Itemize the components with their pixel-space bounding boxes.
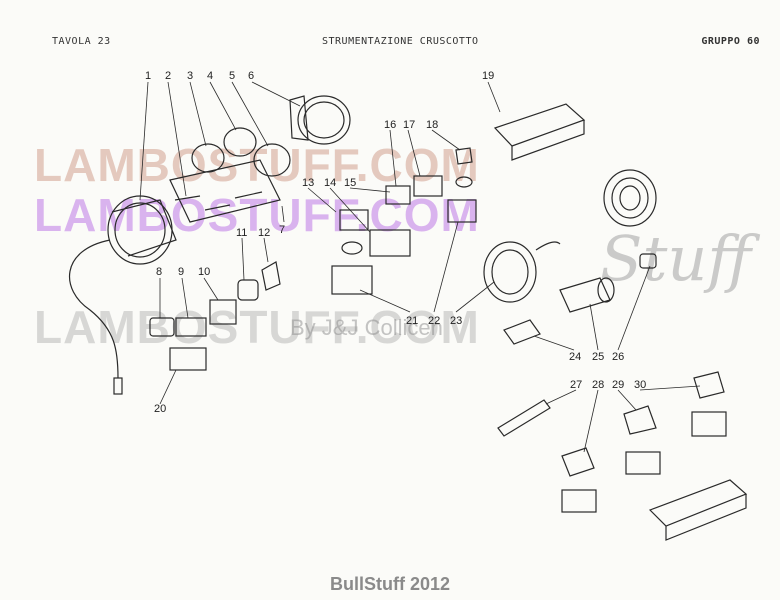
- callout-11: 11: [236, 227, 247, 239]
- callout-26: 26: [612, 351, 624, 363]
- callout-24: 24: [569, 351, 581, 363]
- callout-25: 25: [592, 351, 604, 363]
- watermark-byline: By J&J Collicen: [290, 315, 443, 340]
- watermark-stuff: Stuff: [600, 222, 752, 295]
- callout-13: 13: [302, 177, 314, 189]
- callout-30: 30: [634, 379, 646, 391]
- callout-1: 1: [145, 70, 151, 82]
- part-gauge-23: [483, 241, 561, 303]
- part-switches-middle: [331, 147, 477, 295]
- callout-15: 15: [344, 177, 356, 189]
- callout-17: 17: [403, 119, 415, 131]
- callout-leader-lines: [139, 81, 701, 453]
- callout-16: 16: [384, 119, 396, 131]
- callout-18: 18: [426, 119, 438, 131]
- footer-credit: BullStuff 2012: [329, 574, 451, 594]
- callout-28: 28: [592, 379, 604, 391]
- part-gauge-round: [289, 95, 351, 145]
- group-number: GRUPPO 60: [701, 36, 760, 47]
- part-cable: [68, 239, 119, 379]
- callout-20: 20: [154, 403, 166, 415]
- callout-29: 29: [612, 379, 624, 391]
- watermark-line-1: LAMBOSTUFF.COM: [34, 139, 480, 191]
- plate-title: STRUMENTAZIONE CRUSCOTTO: [322, 36, 479, 47]
- part-cable-end: [113, 377, 123, 395]
- callout-8: 8: [156, 266, 162, 278]
- part-light-bar: [493, 103, 586, 161]
- callout-10: 10: [198, 266, 210, 278]
- callout-21: 21: [406, 315, 418, 327]
- callout-27: 27: [570, 379, 582, 391]
- callout-14: 14: [324, 177, 336, 189]
- callout-19: 19: [482, 70, 494, 82]
- callout-7: 7: [279, 224, 285, 236]
- callout-23: 23: [450, 315, 462, 327]
- part-lighter: [497, 399, 551, 437]
- callout-4: 4: [207, 70, 213, 82]
- part-items-24-26: [503, 253, 657, 345]
- callout-2: 2: [165, 70, 171, 82]
- part-switches-right: [561, 371, 727, 513]
- part-gauge-right: [603, 169, 657, 227]
- callout-9: 9: [178, 266, 184, 278]
- plate-number: TAVOLA 23: [52, 36, 111, 47]
- callout-12: 12: [258, 227, 270, 239]
- part-switches-left: [149, 261, 281, 371]
- callout-22: 22: [428, 315, 440, 327]
- part-switch-panel: [648, 479, 748, 541]
- callout-3: 3: [187, 70, 193, 82]
- callout-5: 5: [229, 70, 235, 82]
- part-gauge-cluster: [169, 127, 291, 223]
- callout-6: 6: [248, 70, 254, 82]
